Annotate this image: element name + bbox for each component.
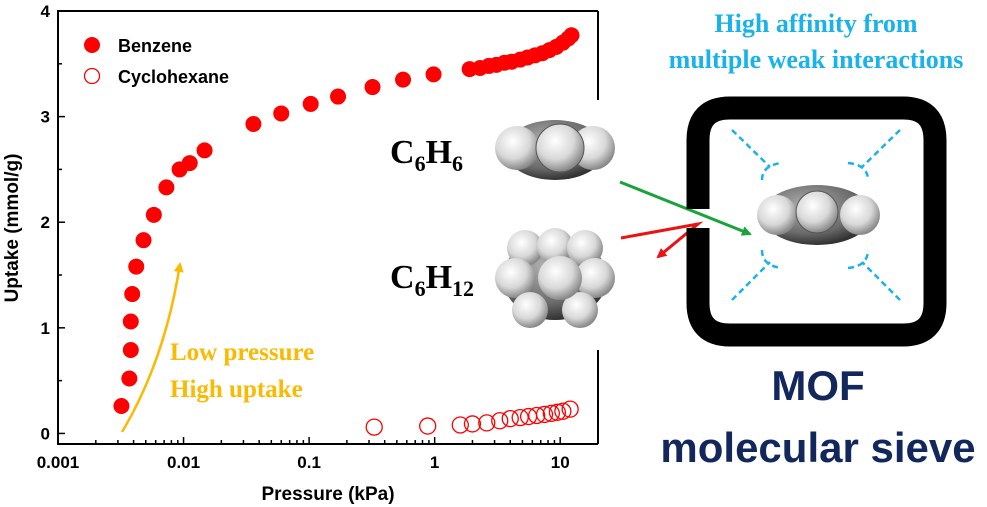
benzene-data-point — [330, 88, 347, 105]
benzene-data-point — [245, 116, 262, 133]
benzene-data-point — [121, 370, 138, 387]
cyclohexane-data-point — [463, 415, 482, 433]
mof-label-line-2: molecular sieve — [660, 424, 975, 471]
reject-arrow — [620, 221, 704, 259]
adsorbed-benzene-model — [757, 185, 880, 245]
y-tick-label: 0 — [41, 424, 50, 443]
benzene-data-point — [302, 95, 319, 112]
cyclohexane-data-point — [478, 414, 496, 432]
benzene-data-point — [364, 79, 381, 96]
benzene-data-point — [158, 179, 175, 196]
legend-label-cyclohexane: Cyclohexane — [118, 67, 229, 87]
cyclohexane-data-point — [491, 412, 509, 430]
y-tick-label: 2 — [41, 213, 50, 232]
benzene-data-point — [145, 206, 162, 223]
benzene-data-point — [425, 66, 442, 83]
diagram-title-line-1: High affinity from — [714, 9, 918, 38]
benzene-data-point — [135, 232, 152, 249]
x-tick-label: 0.01 — [167, 453, 200, 472]
mof-cage — [686, 96, 947, 347]
y-tick-label: 3 — [41, 108, 50, 127]
benzene-data-point — [395, 71, 412, 88]
annotation-line-1: Low pressure — [170, 339, 314, 366]
cyclohexane-data-point — [528, 406, 546, 425]
annotation-line-2: High uptake — [170, 376, 303, 403]
x-axis-label: Pressure (kPa) — [261, 484, 394, 505]
cyclohexane-data-point — [501, 410, 519, 428]
x-tick-label: 10 — [551, 453, 570, 472]
x-tick-label: 1 — [430, 453, 439, 472]
y-tick-label: 1 — [41, 319, 50, 338]
benzene-formula: C6H6 — [390, 134, 463, 176]
legend: Benzene Cyclohexane — [83, 36, 229, 87]
y-axis-label: Uptake (mmol/g) — [2, 154, 23, 303]
interaction-lines — [731, 129, 901, 301]
cyclohexane-data-point — [419, 417, 437, 435]
benzene-data-point — [122, 313, 139, 330]
cyclohexane-molecule-model — [495, 228, 615, 328]
benzene-data-point — [128, 258, 145, 275]
cyclohexane-data-point — [365, 418, 383, 436]
isotherm-chart: 0.001 0.01 0.1 1 10 0 1 2 3 4 Pressure (kPa) Upta… — [2, 2, 599, 505]
cyclohexane-data-point — [511, 408, 529, 427]
accept-arrow — [619, 180, 752, 236]
legend-marker-benzene — [84, 37, 100, 53]
benzene-data-point — [122, 342, 139, 359]
benzene-data-point — [124, 286, 141, 303]
benzene-data-point — [181, 155, 198, 172]
cyclohexane-data-point — [561, 400, 579, 418]
benzene-data-point — [196, 142, 213, 159]
x-tick-label: 0.001 — [37, 453, 80, 472]
cyclohexane-data-point — [451, 416, 469, 434]
diagram-title-line-2: multiple weak interactions — [669, 45, 964, 74]
benzene-data-point — [273, 105, 290, 122]
benzene-molecule-model — [495, 120, 615, 180]
y-tick-label: 4 — [41, 2, 51, 21]
legend-label-benzene: Benzene — [118, 36, 192, 56]
benzene-data-point — [563, 27, 580, 44]
low-pressure-arrow — [120, 262, 184, 433]
legend-marker-cyclohexane — [83, 67, 101, 85]
mof-label-line-1: MOF — [771, 362, 864, 409]
x-tick-label: 0.1 — [297, 453, 321, 472]
cyclohexane-data-point — [548, 403, 567, 421]
cyclohexane-formula: C6H12 — [390, 259, 474, 301]
cyclohexane-data-point — [554, 402, 572, 420]
cyclohexane-data-point — [535, 405, 554, 424]
benzene-data-point — [113, 397, 130, 414]
cyclohexane-data-point — [542, 404, 560, 423]
